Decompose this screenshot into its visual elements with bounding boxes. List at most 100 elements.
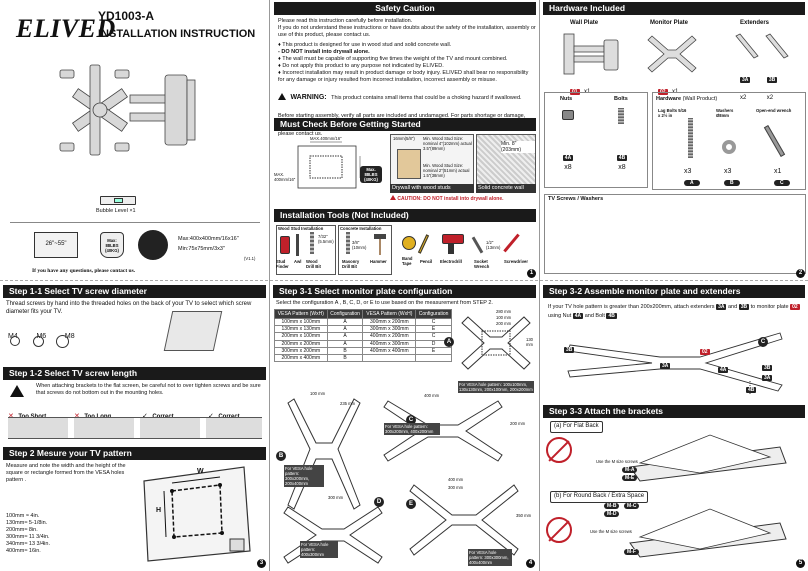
vesa-max: Max:400x400mm/16x16": [178, 236, 239, 242]
step-1-2-header: Step 1-2 Select TV screw length: [3, 367, 266, 380]
dim-16: 16mm(5/8"): [393, 136, 415, 141]
text-part: to monitor plate: [750, 304, 789, 310]
step-2-text: Measure and note the width and the heigh…: [6, 463, 126, 483]
config-e-note: For VESA hole pattern: 300x300mm, 400x40…: [468, 549, 512, 566]
table-cell: B: [326, 346, 364, 356]
part-tag: 02: [790, 304, 800, 310]
row-divider: [0, 280, 808, 281]
qty: x8: [618, 164, 626, 171]
config-b-note: For VESA hole pattern: 300x200mm, 200x40…: [284, 465, 324, 487]
hammer-icon: [374, 234, 386, 239]
step-3-2-header: Step 3-2 Assemble monitor plate and exte…: [543, 285, 805, 298]
extenders-label: Extenders: [740, 20, 770, 26]
tool-label: Stud Finder: [276, 259, 289, 269]
part-tag: 4B: [746, 387, 757, 393]
pencil-icon: [417, 234, 430, 254]
part-tag: B: [724, 180, 740, 186]
vesa-badge-icon: [138, 230, 168, 260]
wall-plate-label: Wall Plate: [570, 20, 599, 26]
table-cell: 200mm x 100mm: [274, 332, 328, 341]
qty: x3: [684, 168, 692, 175]
round-back-diagram: [629, 508, 787, 558]
bolts-qty: 4B x8: [612, 146, 632, 173]
cover-panel: ELIVED YD1003-A INSTALLATION INSTRUCTION…: [0, 0, 269, 280]
step-1-1-text: Thread screws by hand into the threaded …: [6, 301, 252, 315]
manual-title: INSTALLATION INSTRUCTION: [98, 28, 256, 40]
conversion: 300mm≈ 11 3/4in.: [6, 534, 50, 540]
part-tag: 3A: [660, 363, 671, 369]
nuts-label: Nuts: [560, 96, 573, 102]
vesa-table: VESA Pattern (WxH) Configuration VESA Pa…: [274, 309, 452, 363]
qty: x2: [740, 95, 747, 101]
drywall-caution: CAUTION: DO NOT install into drywall alo…: [390, 195, 536, 202]
conversion: 200mm≈ 8in.: [6, 527, 38, 533]
tool-label: Socket Wrench: [474, 259, 490, 269]
text-part: If your TV hole pattern is greater than …: [548, 304, 715, 310]
config-c-badge: C: [758, 337, 768, 347]
screw-tag: M-D: [604, 511, 620, 517]
tool-label: Band Tape: [402, 256, 413, 266]
band-tape-icon: [402, 236, 416, 250]
col-header: VESA Pattern (WxH): [274, 309, 328, 319]
electrodrill-handle-icon: [448, 244, 454, 254]
table-cell: 300mm x 300mm: [362, 325, 417, 334]
screen-size-label: 26"~55": [45, 241, 67, 247]
qty: x2: [766, 95, 774, 101]
bullet: ♦ This product is designed for use in wo…: [278, 42, 452, 48]
monitor-plate-icon: [647, 35, 697, 73]
col-header: VESA Pattern (WxH): [362, 309, 417, 319]
bubble-level-label: Bubble Level ×1: [96, 208, 136, 214]
lag-bolt-icon: [688, 118, 693, 158]
safety-header: Safety Caution: [274, 2, 536, 15]
dim-label: 100 mm: [310, 391, 326, 396]
screen-size-icon: 26"~55": [34, 232, 78, 258]
part-tag: 3A: [716, 304, 727, 310]
extenders-qty: 3A 3B x2 x2: [740, 68, 800, 104]
bullet: - DO NOT install into drywall alone.: [278, 49, 370, 55]
table-cell: A: [326, 332, 364, 341]
config-a-diagram: [461, 316, 531, 370]
conversion: 400mm≈ 16in.: [6, 548, 41, 554]
part-tag: 4B: [606, 313, 617, 319]
screw-tag: M-F: [624, 549, 639, 555]
qty: x8: [564, 164, 572, 171]
bolt-icon: [618, 108, 624, 124]
safety-panel: Safety Caution Please read this instruct…: [270, 0, 539, 280]
m6-circle: [33, 336, 44, 347]
safety-intro: Please read this instruction carefully b…: [278, 18, 536, 38]
part-tag: 3A: [740, 77, 751, 83]
version-label: (V1.1): [244, 256, 256, 261]
weight-badge: Max. 88LBS (40KG): [360, 166, 382, 183]
steps-1-2-panel: Step 1-1 Select TV screw diameter Thread…: [0, 281, 269, 571]
part-tag: 3B: [738, 304, 750, 310]
m4-circle: [10, 336, 20, 346]
qty: x1: [774, 168, 782, 175]
safety-bullets: ♦ This product is designed for use in wo…: [278, 42, 536, 84]
config-d-diagram: [283, 506, 383, 564]
part-tag: 3A: [762, 375, 773, 381]
table-cell: E: [415, 346, 452, 356]
table-cell: [415, 354, 452, 363]
flat-back-label: (a) For Flat Back: [550, 421, 603, 433]
wood-drill-bit-icon: [310, 232, 314, 254]
part-tag: 4A: [562, 155, 574, 161]
part-tag: 3B: [766, 77, 778, 83]
column-divider-1: [269, 0, 270, 571]
bullet: ♦ The wall must be capable of supporting…: [278, 56, 508, 62]
model-number: YD1003-A: [98, 9, 155, 23]
max-width-label: MAX.400mm/16": [310, 136, 342, 141]
tool-label: Awl: [294, 259, 302, 264]
table-cell: 400mm x 300mm: [362, 339, 417, 348]
config-c-note: For VESA hole pattern: 300x200mm, 400x20…: [384, 423, 440, 435]
table-cell: A: [326, 325, 364, 334]
tool-label: Hammer: [370, 259, 387, 264]
screw-tag: M-B: [604, 503, 620, 509]
bit-size-1: 7/32" (5.5mm): [318, 234, 334, 244]
tv-screws-box: [544, 194, 806, 274]
dim-label: 300 mm: [448, 485, 464, 490]
part-tag: 4B: [616, 155, 628, 161]
